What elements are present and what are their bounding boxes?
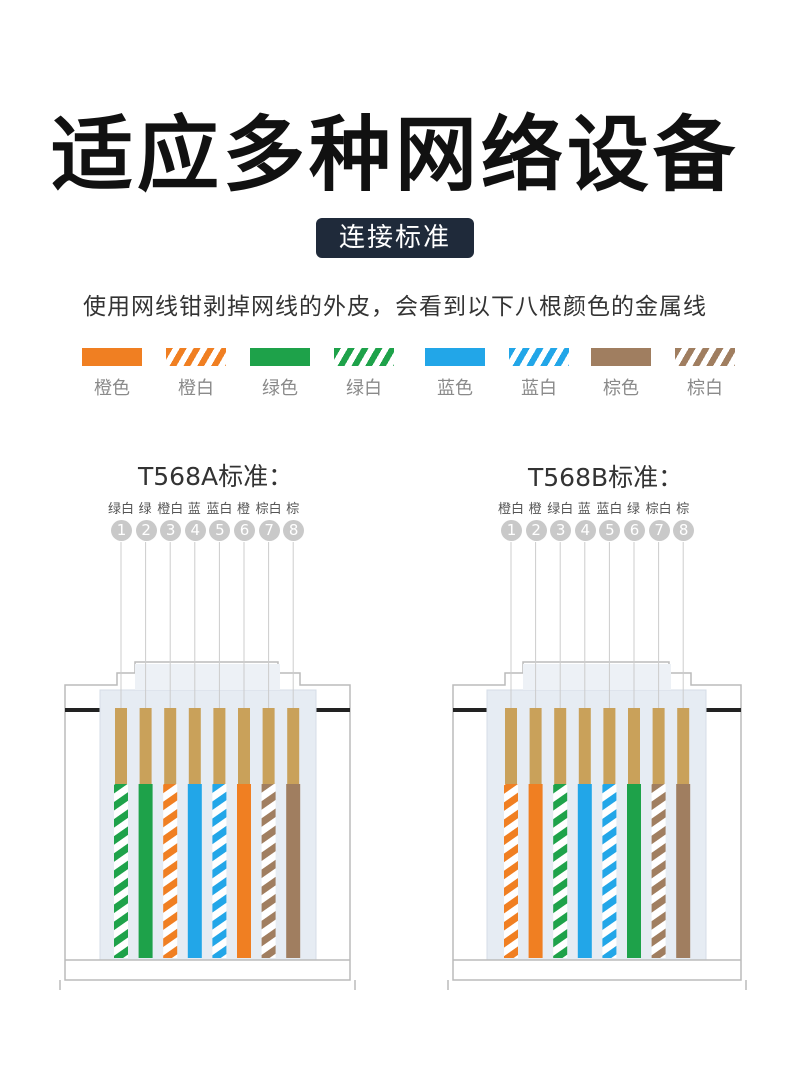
gold-contact [188,708,201,784]
pin-label: 橙 [528,502,542,517]
gold-contact [677,708,690,784]
swatch-3 [250,348,310,366]
gold-contact [164,708,177,784]
wire [261,784,276,958]
swatch-label: 蓝色 [437,378,473,399]
pin-number: 6 [624,520,645,541]
swatch-label: 橙色 [94,378,130,399]
pin-label: 棕 [286,502,300,517]
wire [504,784,518,958]
gold-contact [652,708,665,784]
wire [286,784,301,958]
gold-contact [238,708,250,784]
gold-contact [529,708,542,784]
pin-label: 蓝 [577,502,591,517]
pin-number: 7 [258,520,280,541]
pin-number: 2 [525,520,547,541]
pin-number: 2 [135,520,157,541]
gold-contact [262,708,275,784]
pin-number: 1 [111,520,132,541]
swatch-5 [425,348,485,366]
wire [163,784,178,958]
pin-number: 4 [574,520,596,541]
pin-number: 3 [550,520,572,541]
pin-number: 3 [160,520,182,541]
wire [237,784,251,958]
connector-diagram-2 [447,542,747,990]
pin-label: 蓝白 [596,502,623,517]
pin-label: 棕白 [645,502,672,517]
swatch-1 [82,348,142,366]
description-text: 使用网线钳剥掉网线的外皮，会看到以下八根颜色的金属线 [83,294,707,320]
pin-label: 蓝白 [206,502,233,517]
gold-contact [578,708,591,784]
gold-contact [505,708,517,784]
gold-contact [628,708,640,784]
swatch-label: 绿白 [346,378,382,399]
swatch-label: 棕白 [687,378,723,399]
gold-contact [554,708,567,784]
connector-diagram-1 [59,542,356,990]
swatch-4 [334,348,394,366]
pin-label: 蓝 [187,502,201,517]
wire [114,784,128,958]
pin-number: 7 [648,520,670,541]
pin-label: 橙白 [157,502,184,517]
pin-label: 橙白 [498,502,525,517]
swatch-8 [675,348,735,366]
swatch-6 [509,348,569,366]
pin-number: 4 [184,520,206,541]
wire [602,784,617,958]
pin-number: 5 [599,520,621,541]
swatch-label: 绿色 [262,378,298,399]
headline: 适应多种网络设备 [50,108,739,203]
pin-number: 8 [283,520,305,541]
swatch-7 [591,348,651,366]
pin-number: 6 [234,520,255,541]
pin-number: 5 [209,520,231,541]
wire [676,784,691,958]
swatch-label: 蓝白 [521,378,557,399]
swatch-label: 棕色 [603,378,639,399]
pin-label: 绿 [138,502,152,517]
pin-label: 橙 [237,502,251,517]
wire [651,784,666,958]
swatch-2 [166,348,226,366]
pin-label: 绿白 [108,502,135,517]
wire [627,784,641,958]
swatch-label: 橙白 [178,378,214,399]
standard-badge: 连接标准 [316,218,474,258]
wire [553,784,568,958]
wire [577,784,592,958]
pin-label: 绿 [627,502,641,517]
pin-number: 1 [501,520,522,541]
pin-label: 绿白 [547,502,574,517]
standard-title-2: T568B标准： [528,463,684,492]
wire [528,784,543,958]
wire [187,784,202,958]
gold-contact [287,708,300,784]
gold-contact [139,708,152,784]
gold-contact [603,708,616,784]
pin-label: 棕 [676,502,690,517]
wire [138,784,153,958]
gold-contact [115,708,127,784]
standard-title-1: T568A标准： [138,462,294,491]
pin-label: 棕白 [255,502,282,517]
gold-contact [213,708,226,784]
pin-number: 8 [673,520,695,541]
wire [212,784,227,958]
